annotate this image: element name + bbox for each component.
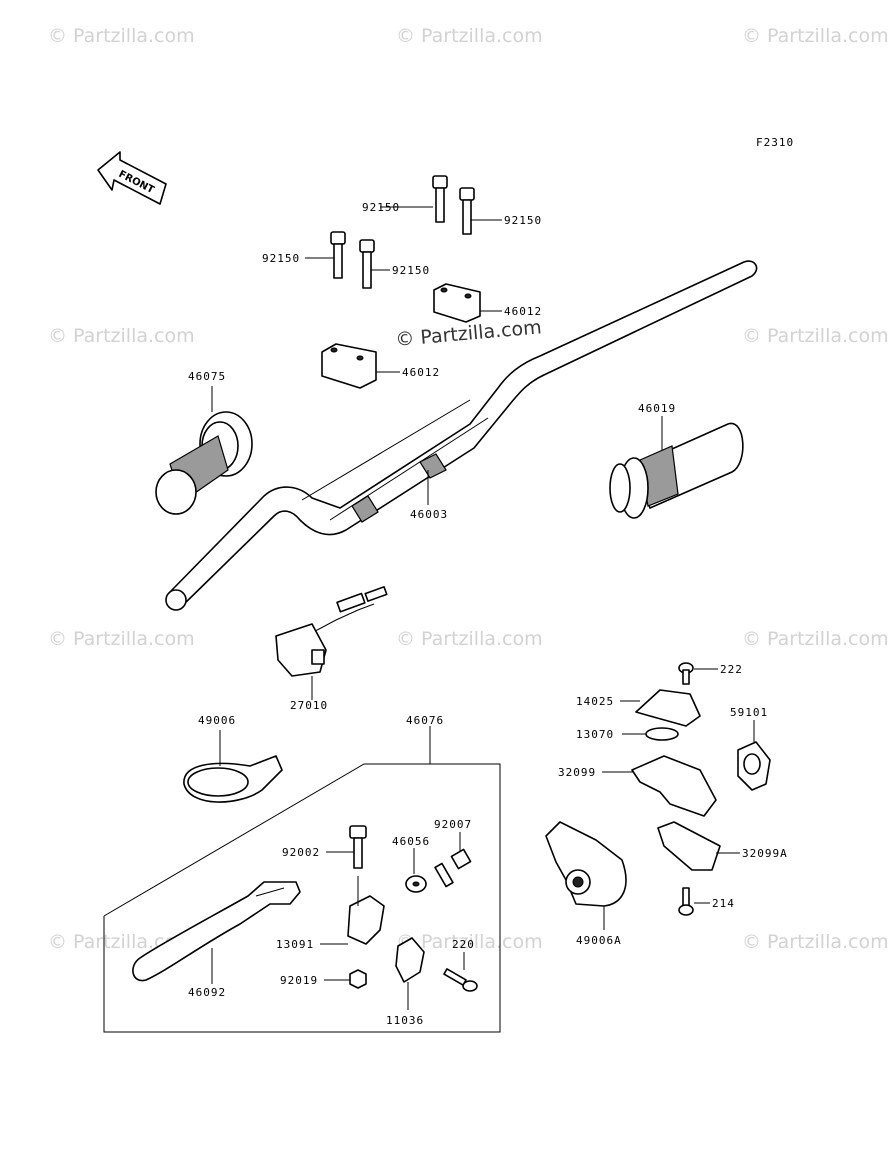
adjuster-bolt — [434, 848, 472, 888]
throttle-housing-upper — [631, 755, 717, 817]
watermark: © Partzilla.com — [396, 628, 543, 650]
watermark: © Partzilla.com — [396, 25, 543, 47]
label-46012-lower: 46012 — [402, 366, 440, 379]
diagram-code: F2310 — [756, 136, 794, 149]
front-arrow-icon: FRONT — [97, 151, 167, 205]
throttle-cap — [737, 741, 771, 791]
label-92019: 92019 — [280, 974, 318, 987]
label-92150-c: 92150 — [262, 252, 300, 265]
watermark: © Partzilla.com — [742, 628, 889, 650]
label-92150-b: 92150 — [504, 214, 542, 227]
switch-assembly — [275, 586, 388, 677]
label-46012-upper: 46012 — [504, 305, 542, 318]
watermark: © Partzilla.com — [396, 931, 543, 953]
label-46092: 46092 — [188, 986, 226, 999]
lever-holder — [347, 876, 385, 945]
bolt-icon — [359, 239, 375, 289]
throttle-collar — [645, 727, 679, 741]
label-46003: 46003 — [410, 508, 448, 521]
label-46056: 46056 — [392, 835, 430, 848]
label-32099a: 32099A — [742, 847, 788, 860]
label-92002: 92002 — [282, 846, 320, 859]
nut-icon — [349, 969, 367, 989]
label-92150-a: 92150 — [362, 201, 400, 214]
bolt-icon — [349, 825, 367, 869]
lever-clamp — [395, 937, 425, 983]
label-220: 220 — [452, 938, 475, 951]
handlebar-holder-lower — [321, 343, 377, 389]
label-59101: 59101 — [730, 706, 768, 719]
grip-right — [609, 422, 744, 519]
label-49006a: 49006A — [576, 934, 622, 947]
label-214: 214 — [712, 897, 735, 910]
bolt-icon — [459, 187, 475, 235]
lever-assembly-box: 46076 — [103, 714, 501, 1033]
bolt-icon — [330, 231, 346, 279]
label-14025: 14025 — [576, 695, 614, 708]
watermark: © Partzilla.com — [742, 325, 889, 347]
label-46019: 46019 — [638, 402, 676, 415]
grip-left — [155, 411, 253, 515]
watermark-layer: © Partzilla.com © Partzilla.com © Partzi… — [48, 25, 889, 953]
label-92150-d: 92150 — [392, 264, 430, 277]
label-49006: 49006 — [198, 714, 236, 727]
brake-lever — [132, 881, 301, 982]
screw-icon — [443, 968, 478, 992]
bolt-icon — [432, 175, 448, 223]
throttle-case — [545, 821, 627, 907]
label-46075: 46075 — [188, 370, 226, 383]
label-32099: 32099 — [558, 766, 596, 779]
watermark: © Partzilla.com — [742, 25, 889, 47]
watermark: © Partzilla.com — [48, 325, 195, 347]
label-92007: 92007 — [434, 818, 472, 831]
throttle-bracket — [635, 689, 701, 727]
adjuster-nut — [405, 875, 427, 893]
handlebar — [165, 260, 758, 611]
handlebar-holder-upper — [433, 283, 481, 323]
lever-cover — [183, 755, 283, 803]
screw-icon — [678, 887, 694, 916]
label-13091: 13091 — [276, 938, 314, 951]
throttle-housing-lower — [657, 821, 721, 871]
watermark: © Partzilla.com — [48, 25, 195, 47]
screw-icon — [678, 662, 694, 685]
label-27010: 27010 — [290, 699, 328, 712]
label-46076: 46076 — [406, 714, 444, 727]
watermark: © Partzilla.com — [48, 628, 195, 650]
label-13070: 13070 — [576, 728, 614, 741]
label-222: 222 — [720, 663, 743, 676]
watermark: © Partzilla.com — [742, 931, 889, 953]
label-11036: 11036 — [386, 1014, 424, 1027]
